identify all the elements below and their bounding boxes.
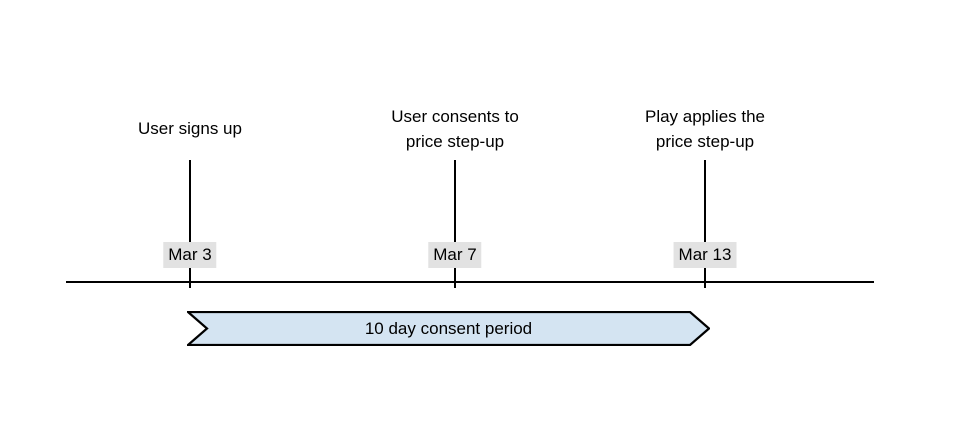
tick-line-consent: [454, 160, 456, 288]
event-caption-signup: User signs up: [138, 119, 242, 138]
event-caption-apply: Play applies the price step-up: [644, 107, 766, 151]
consent-period-label: 10 day consent period: [364, 318, 533, 338]
date-chip-consent: Mar 7: [428, 242, 482, 268]
event-caption-consent: User consents to price step-up: [391, 107, 519, 151]
timeline-axis: [66, 281, 874, 283]
consent-period-banner: 10 day consent period: [187, 311, 710, 346]
date-chip-signup: Mar 3: [163, 242, 217, 268]
banner-chevron-shape: [187, 311, 710, 346]
date-chip-apply: Mar 13: [673, 242, 737, 268]
tick-line-apply: [704, 160, 706, 288]
tick-line-signup: [189, 160, 191, 288]
